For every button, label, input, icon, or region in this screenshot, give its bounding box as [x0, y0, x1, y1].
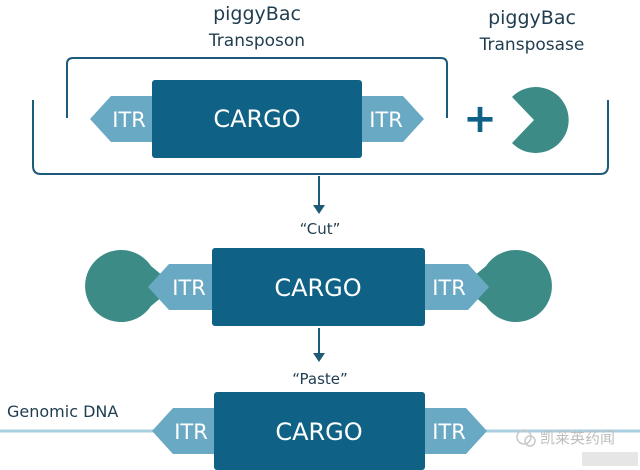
- cargo-box-cut: [212, 248, 425, 326]
- transposon-title: piggyBac: [213, 3, 301, 25]
- wechat-icon-inner: [524, 435, 536, 447]
- itr-right-arrow-cut: [425, 264, 489, 310]
- itr-right-label-paste: ITR: [432, 420, 466, 444]
- itr-right-arrow: [362, 96, 424, 142]
- itr-left-label: ITR: [112, 108, 146, 132]
- cargo-label: CARGO: [213, 105, 300, 133]
- itr-left-arrow-paste: [152, 408, 214, 454]
- transposon-subtitle: Transposon: [208, 31, 305, 51]
- wechat-icon: [516, 429, 532, 445]
- transposase-left-icon: [85, 250, 175, 322]
- paste-label: “Paste”: [292, 370, 348, 388]
- watermark-logo: [582, 452, 638, 466]
- transposase-title: piggyBac: [488, 7, 576, 29]
- paste-arrow-head: [313, 353, 325, 362]
- watermark-text: 凯莱英药闻: [540, 429, 615, 447]
- genomic-dna-label: Genomic DNA: [7, 402, 118, 421]
- itr-right-label-cut: ITR: [432, 276, 466, 300]
- transposase-subtitle: Transposase: [479, 35, 585, 55]
- itr-left-arrow: [90, 96, 152, 142]
- outer-bracket: [32, 100, 609, 175]
- cargo-label-paste: CARGO: [275, 418, 362, 446]
- transposase-pacman-icon: [512, 87, 569, 153]
- itr-left-label-cut: ITR: [172, 276, 206, 300]
- transposase-right-icon: [462, 250, 552, 322]
- itr-left-label-paste: ITR: [174, 420, 208, 444]
- transposon-bracket: [66, 57, 448, 118]
- cargo-box: [152, 80, 362, 158]
- plus-sign: +: [463, 96, 497, 142]
- itr-left-arrow-cut: [148, 264, 212, 310]
- itr-right-arrow-paste: [425, 408, 487, 454]
- watermark: 凯莱英药闻: [516, 429, 638, 466]
- cut-arrow-head: [313, 205, 325, 214]
- cargo-label-cut: CARGO: [274, 274, 361, 302]
- cut-label: “Cut”: [300, 220, 341, 238]
- cargo-box-paste: [214, 392, 425, 470]
- itr-right-label: ITR: [369, 108, 403, 132]
